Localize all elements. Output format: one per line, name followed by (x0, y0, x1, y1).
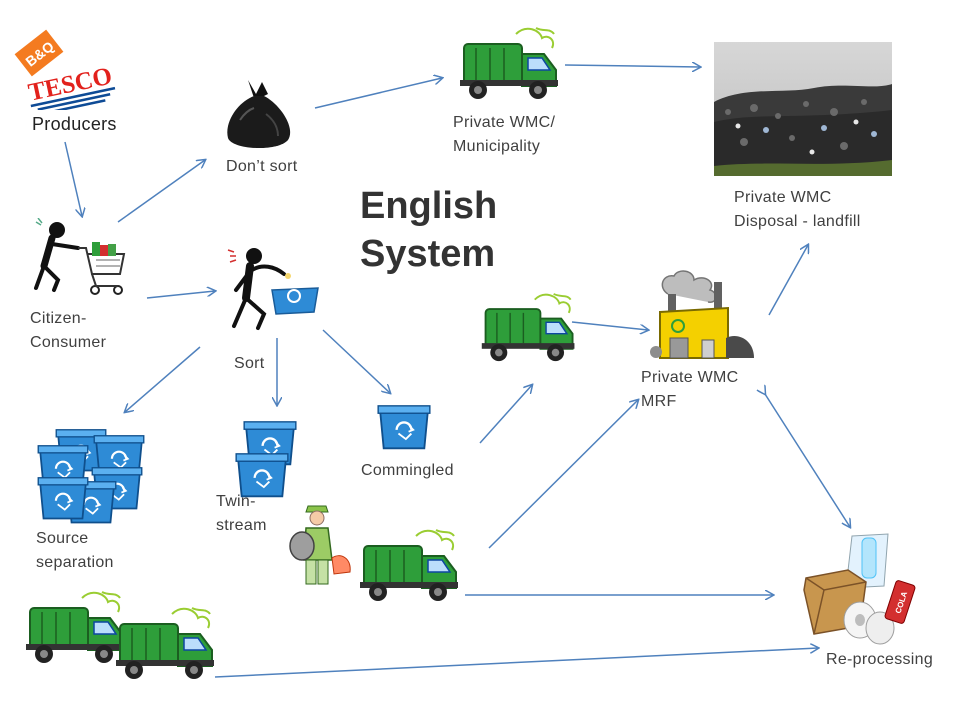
label-commingled: Commingled (361, 462, 454, 479)
bin-bag-icon (218, 74, 298, 154)
label-mrf: Private WMC MRF (641, 366, 739, 414)
page-title: English System (360, 182, 497, 278)
arrow-sort-to-commingled (322, 329, 390, 393)
title-line-1: English (360, 185, 498, 227)
label-source-separation-line-2: separation (36, 554, 114, 571)
sorter-icon (222, 244, 322, 336)
arrow-consumer-to-dont-sort (117, 160, 205, 223)
label-private-wmc-municipality-line-1: Private WMC/ (453, 114, 556, 131)
label-source-separation: Source separation (36, 527, 114, 575)
arrow-commingled-to-truck (479, 385, 532, 444)
label-source-separation-line-1: Source (36, 530, 89, 547)
label-landfill: Private WMC Disposal - landfill (734, 186, 861, 234)
arrow-mrf-to-landfill (768, 245, 808, 316)
arrow-bag-to-truck (314, 78, 442, 109)
garbage-truck-icon (356, 526, 466, 606)
label-producers: Producers (32, 114, 117, 134)
title-line-2: System (360, 233, 496, 275)
bq-logo: B&Q (8, 22, 70, 84)
shopper-icon (30, 217, 130, 298)
label-citizen-consumer-line-1: Citizen- (30, 310, 87, 327)
landfill-photo (714, 42, 892, 176)
label-twin-stream-line-1: Twin- (216, 493, 256, 510)
label-private-wmc-municipality-line-2: Municipality (453, 138, 541, 155)
label-sort: Sort (234, 355, 265, 372)
arrow-producers-to-consumer (64, 141, 82, 216)
arrow-twin-truck-to-mrf (488, 400, 638, 549)
arrow-consumer-to-sort (146, 291, 215, 299)
label-private-wmc-municipality: Private WMC/ Municipality (453, 111, 555, 159)
recycle-bin-icon (234, 452, 290, 500)
label-twin-stream-line-2: stream (216, 517, 267, 534)
garbage-truck-icon (478, 290, 582, 366)
label-mrf-line-2: MRF (641, 393, 677, 410)
label-citizen-consumer: Citizen- Consumer (30, 307, 106, 355)
mrf-factory-icon (648, 268, 758, 364)
label-landfill-line-1: Private WMC (734, 189, 832, 206)
recycle-bin-icon (36, 476, 90, 522)
arrow-source-trucks-to-reprocessing (214, 648, 818, 678)
tesco-logo: TESCO (20, 63, 122, 115)
arrow-truck-to-mrf (571, 321, 648, 330)
garbage-truck-icon (456, 24, 566, 104)
garbage-truck-icon (112, 604, 222, 684)
arrow-sort-to-source (125, 346, 201, 412)
label-twin-stream: Twin- stream (216, 490, 267, 538)
label-dont-sort: Don’t sort (226, 158, 298, 175)
label-reprocessing: Re-processing (826, 651, 934, 668)
recycle-bin-icon (376, 404, 432, 452)
reprocessing-icon: COLA (800, 530, 920, 648)
label-landfill-line-2: Disposal - landfill (734, 213, 861, 230)
worker-icon (286, 500, 356, 588)
label-citizen-consumer-line-2: Consumer (30, 334, 107, 351)
label-mrf-line-1: Private WMC (641, 369, 739, 386)
arrow-mrf-reprocessing (765, 394, 850, 527)
arrow-truck-to-landfill (564, 65, 700, 67)
